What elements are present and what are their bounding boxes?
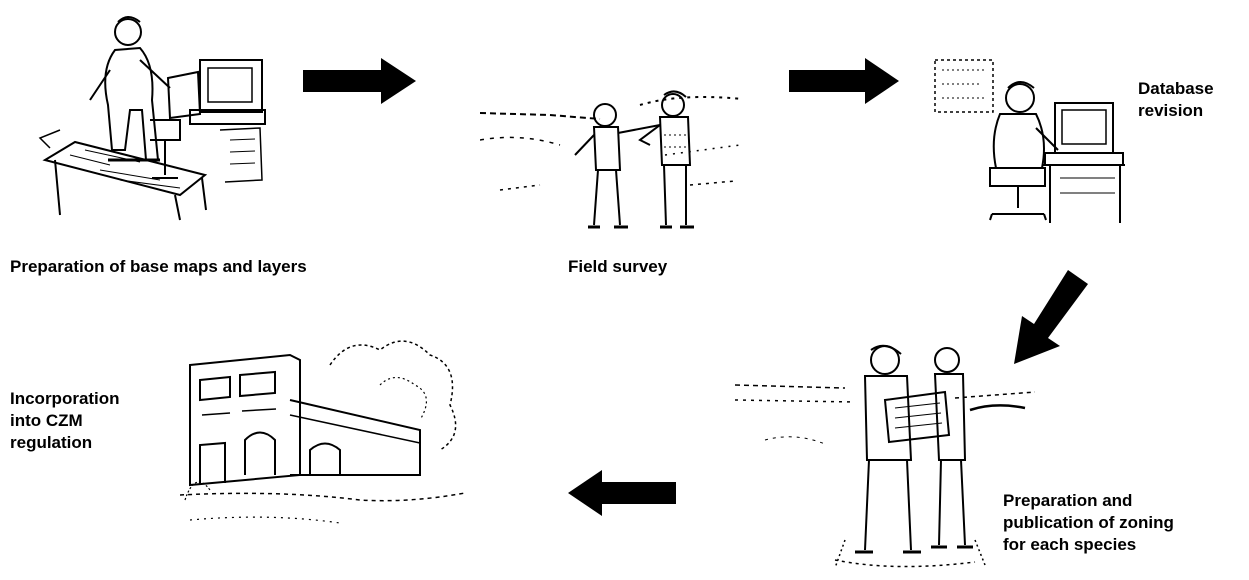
arrow-down-left: [1010, 268, 1090, 368]
step5-illustration: [180, 325, 470, 555]
step1-label: Preparation of base maps and layers: [10, 257, 307, 276]
step5-label: Incorporation into CZM regulation: [10, 389, 120, 452]
arrow-left: [568, 470, 676, 516]
step4-label: Preparation and publication of zoning fo…: [1003, 491, 1174, 554]
arrow-right-1: [303, 58, 416, 104]
step3-illustration: [930, 58, 1125, 226]
step3-label: Database revision: [1138, 79, 1214, 120]
step2-label: Field survey: [568, 257, 668, 276]
step1-illustration: [30, 10, 280, 225]
step4-illustration: [735, 340, 1035, 575]
arrow-right-2: [789, 58, 899, 104]
step2-illustration: [480, 85, 745, 240]
